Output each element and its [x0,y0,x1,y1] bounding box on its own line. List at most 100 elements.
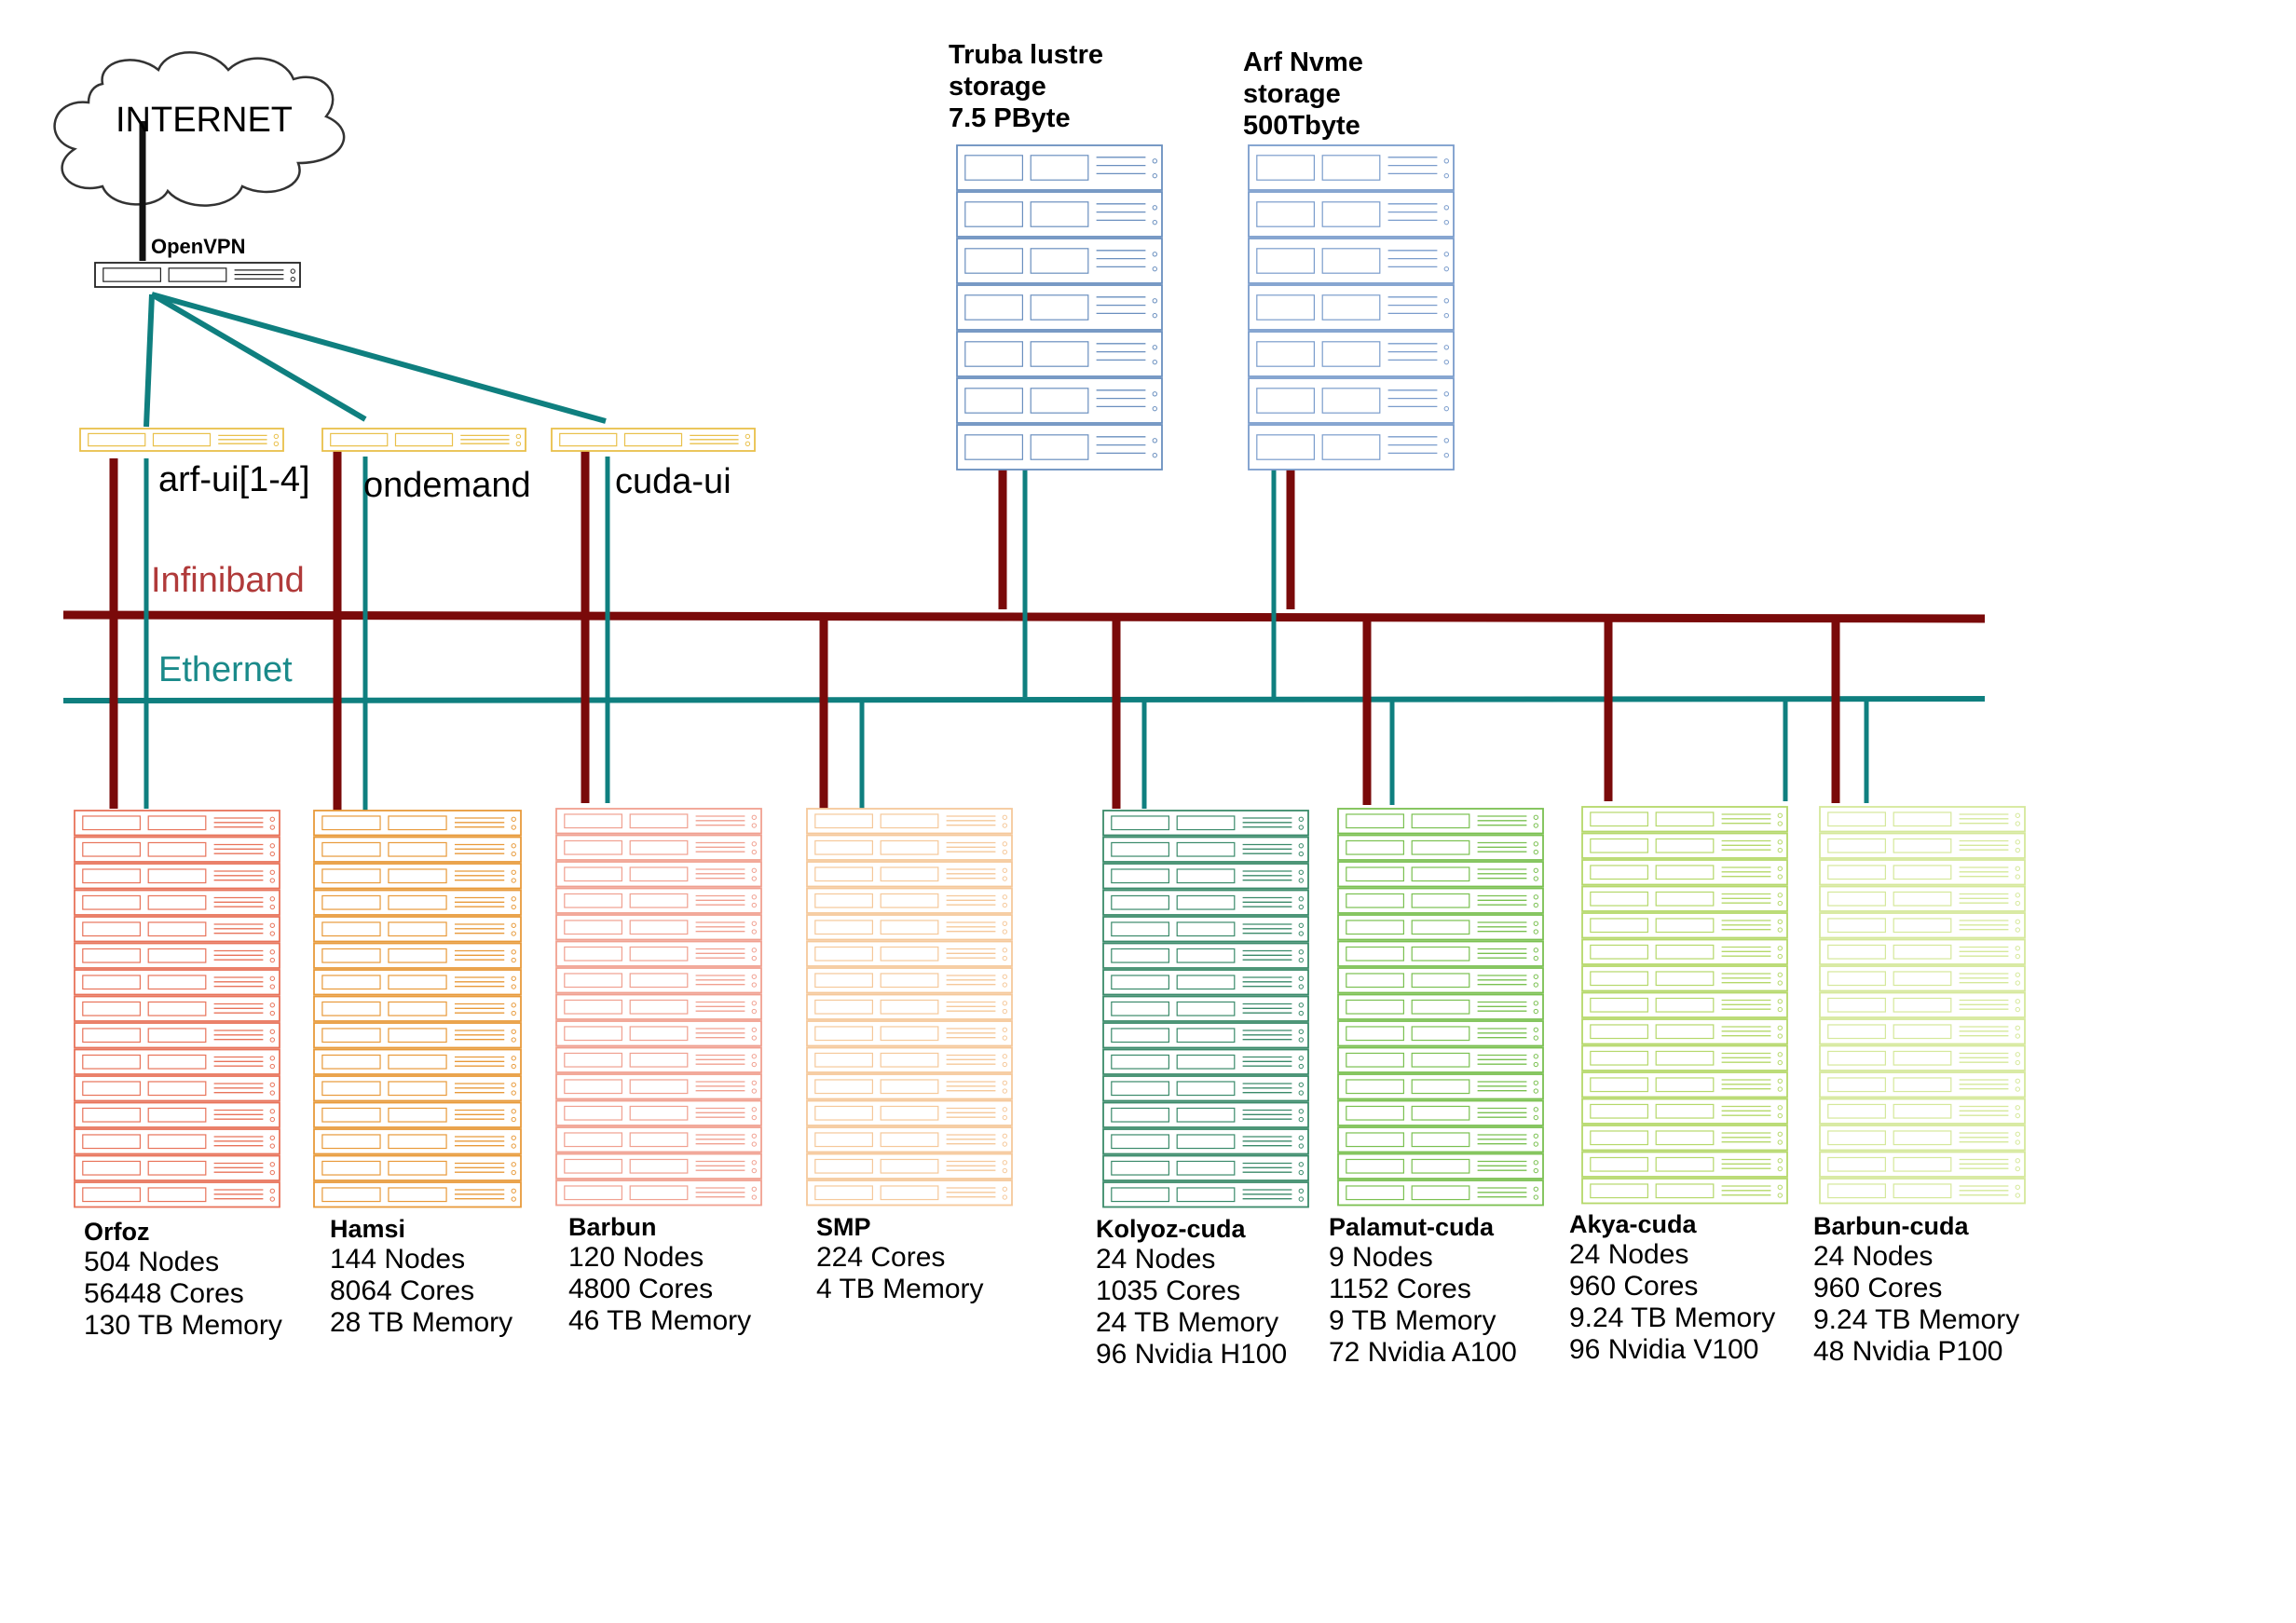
status-led [269,869,275,875]
status-led [1298,843,1305,849]
drive-bay-middle [629,1185,689,1201]
storage-rack-lustre [956,144,1163,471]
drive-bay-middle [1321,341,1381,367]
drive-bay-middle [1030,341,1089,367]
power-led [1777,927,1784,933]
status-led [751,1186,757,1192]
rack-server-unit [806,887,1013,914]
drive-bay-middle [1321,155,1381,181]
power-led [1152,172,1158,179]
power-led [1443,312,1450,319]
power-led [1298,825,1305,830]
drive-bay-middle [1411,973,1470,989]
status-led [1777,1052,1784,1057]
status-led [1298,975,1305,981]
power-led [511,984,516,989]
drive-bay-middle [388,1081,447,1097]
rack-server-unit [1102,942,1309,969]
power-led [1002,1035,1008,1041]
drive-bay-left [1256,248,1316,274]
status-led [1777,839,1784,845]
drive-bay-middle [1893,1024,1952,1040]
power-led [290,276,295,282]
power-led [751,823,757,828]
openvpn-server [94,121,301,288]
power-led [751,955,757,962]
status-led [1152,438,1158,443]
drive-bay-middle [1321,434,1381,460]
drive-bay-left [814,973,873,989]
status-led [1298,1029,1305,1034]
drive-bay-middle [1893,1130,1952,1146]
rack-server-unit [1337,861,1544,888]
drive-bay-left [1256,201,1316,227]
status-led [751,867,757,873]
rack-server-unit [1819,859,2026,886]
drive-bay-middle [147,841,207,857]
status-led [2015,893,2021,898]
compute-rack-barbun-cuda [1819,806,2026,1205]
drive-bay-left [1111,1107,1170,1123]
power-led [1777,953,1784,960]
drive-bay-middle [1176,1187,1236,1203]
drive-bay-middle [388,868,447,884]
server-unit-frame [1248,331,1455,377]
status-led [2015,1184,2021,1190]
drive-bay-middle [388,1028,447,1043]
drive-bay-left [1590,944,1649,960]
drive-bay-middle [1321,388,1381,414]
rack-server-unit [1102,916,1309,943]
power-led [511,878,516,883]
status-led [2015,1078,2021,1084]
rack-server-unit [1337,940,1544,967]
drive-bay-left [1827,997,1887,1013]
status-led [1533,1133,1539,1139]
drive-bay-middle [880,999,939,1015]
drive-bay-middle [629,1079,689,1095]
power-led [2015,980,2021,986]
rack-server-unit [1337,993,1544,1020]
login-nodes [79,428,756,452]
power-led [751,849,757,855]
openvpn-label: OpenVPN [151,235,246,258]
status-led [1443,205,1450,211]
power-led [1002,823,1008,828]
rack-server-unit [1248,424,1455,471]
drive-bay-left [814,1026,873,1042]
drive-bay-middle [1030,201,1089,227]
rack-server-unit [313,810,522,837]
power-led [1533,902,1539,908]
rack-server-unit [74,1022,280,1049]
rack-server-unit [1337,887,1544,914]
drive-bay-middle [880,973,939,989]
drive-bay-left [1111,1054,1170,1070]
drive-bay-middle [1893,1077,1952,1093]
power-led [1298,957,1305,963]
rack-server-unit [313,1022,522,1049]
rack-server-unit [1581,1071,1788,1098]
power-led [511,957,516,963]
status-led [269,949,275,955]
rack-server-unit [956,284,1163,331]
drive-bay-left [321,1187,381,1203]
power-led [2015,1139,2021,1145]
drive-bay-middle [1893,891,1952,907]
drive-bay-left [1590,1077,1649,1093]
power-led [1443,452,1450,458]
storage-rack-nvme [1248,144,1455,471]
compute-racks [74,806,2026,1208]
drive-bay-left [1346,866,1405,882]
rack-server-unit [806,834,1013,861]
power-led [1533,1194,1539,1200]
drive-bay-middle [1893,838,1952,853]
drive-bay-middle [880,1158,939,1174]
power-led [751,1141,757,1147]
power-led [1002,1141,1008,1147]
drive-bay-middle [147,868,207,884]
power-led [1298,851,1305,857]
rack-server-unit [1102,810,1309,837]
status-led [751,1001,757,1006]
drive-bay-middle [147,921,207,937]
internet-label: INTERNET [116,101,293,140]
drive-bay-left [1827,891,1887,907]
